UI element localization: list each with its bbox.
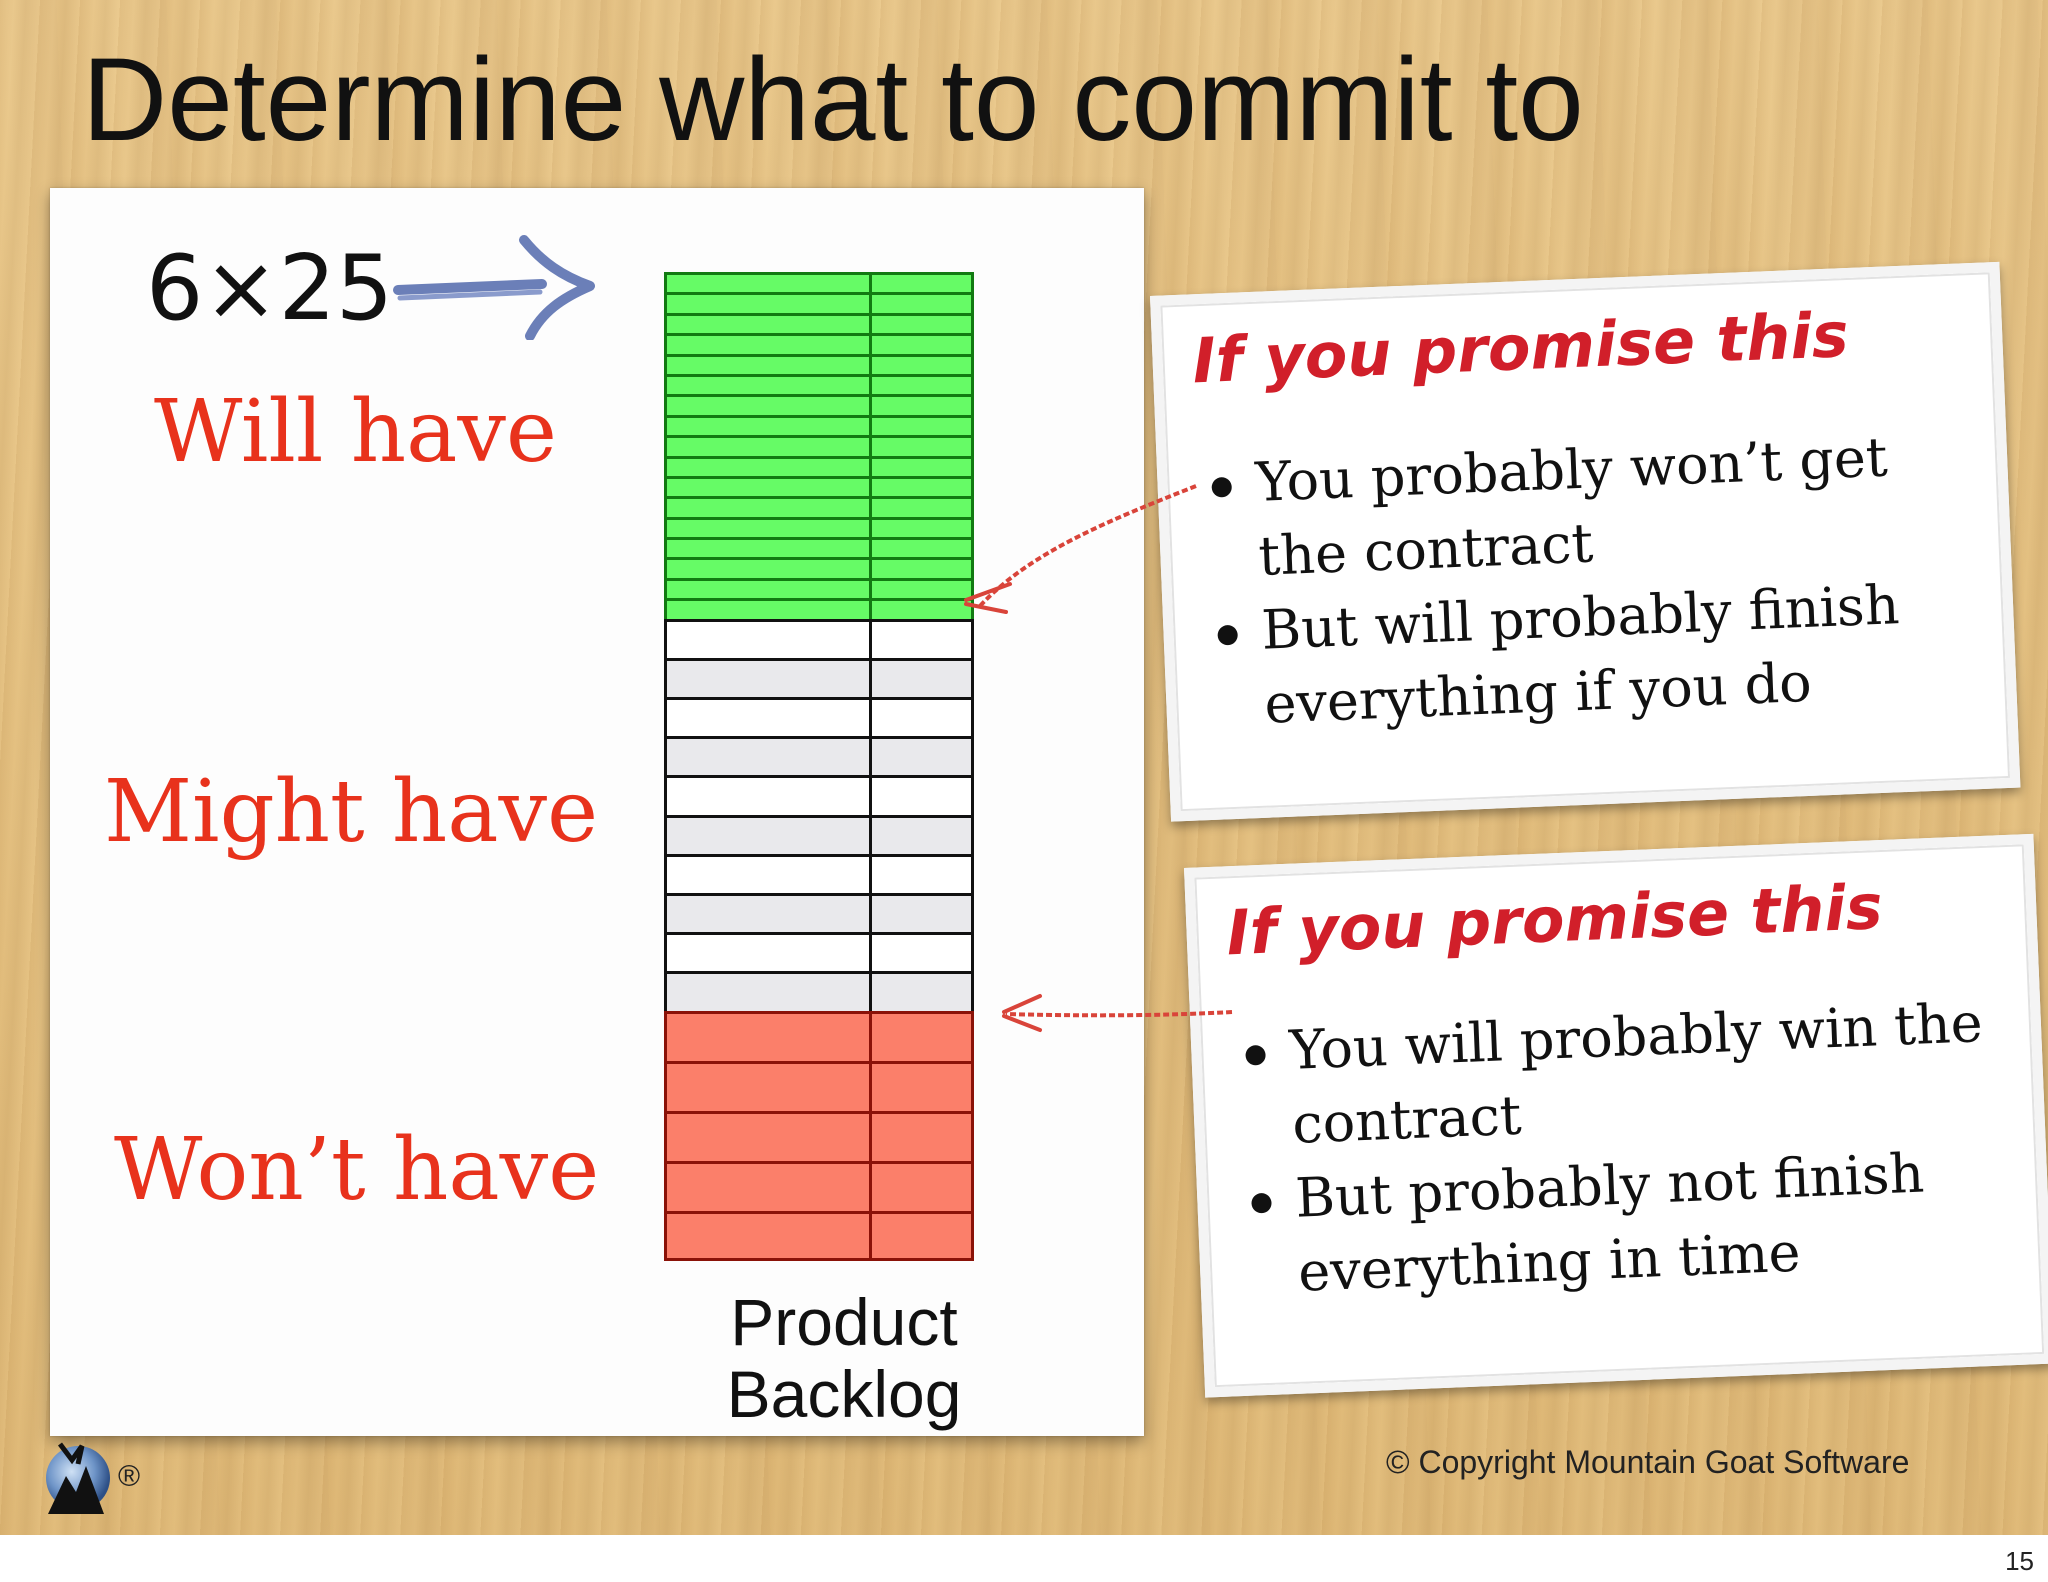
backlog-item-divider bbox=[869, 895, 872, 933]
backlog-item-divider bbox=[869, 856, 872, 893]
backlog-item-might bbox=[664, 657, 974, 698]
backlog-item-divider bbox=[869, 1113, 872, 1161]
backlog-item-divider bbox=[869, 1163, 872, 1211]
page-number: 15 bbox=[2005, 1546, 2034, 1576]
card-heading: If you promise this bbox=[1225, 870, 1884, 970]
backlog-item-divider bbox=[869, 499, 872, 517]
backlog-item-divider bbox=[869, 519, 872, 538]
backlog-item-divider bbox=[869, 397, 872, 415]
backlog-item-will bbox=[664, 516, 974, 538]
backlog-item-will bbox=[664, 577, 974, 599]
backlog-item-might bbox=[664, 814, 974, 854]
backlog-item-wont bbox=[664, 1010, 974, 1061]
backlog-item-divider bbox=[869, 739, 872, 776]
backlog-item-divider bbox=[869, 621, 872, 658]
card-bullet-list: You probably won’t get the contract But … bbox=[1210, 417, 1981, 743]
card-heading: If you promise this bbox=[1191, 298, 1850, 398]
backlog-item-will bbox=[664, 496, 974, 517]
backlog-item-divider bbox=[869, 315, 872, 334]
backlog-item-wont bbox=[664, 1160, 974, 1211]
backlog-item-will bbox=[664, 373, 974, 395]
card-bullet: But will probably finish everything if y… bbox=[1216, 565, 1981, 743]
backlog-item-will bbox=[664, 272, 974, 293]
backlog-item-divider bbox=[869, 1063, 872, 1111]
zone-label-might-have: Might have bbox=[104, 762, 599, 862]
backlog-item-divider bbox=[869, 275, 872, 293]
backlog-item-divider bbox=[869, 1213, 872, 1258]
backlog-item-will bbox=[664, 353, 974, 374]
backlog-item-divider bbox=[869, 560, 872, 578]
backlog-item-divider bbox=[869, 295, 872, 313]
backlog-item-will bbox=[664, 475, 974, 497]
backlog-item-divider bbox=[869, 974, 872, 1011]
backlog-item-wont bbox=[664, 1210, 974, 1261]
backlog-item-will bbox=[664, 414, 974, 436]
backlog-label-line2: Backlog bbox=[726, 1357, 962, 1431]
backlog-item-divider bbox=[869, 376, 872, 395]
backlog-item-might bbox=[664, 853, 974, 893]
card-bullet: But probably not finish everything in ti… bbox=[1250, 1133, 2015, 1311]
card-bullet-list: You will probably win the contract But p… bbox=[1244, 985, 2015, 1311]
footer-strip bbox=[0, 1535, 2048, 1582]
product-backlog-label: Product Backlog bbox=[714, 1286, 974, 1430]
backlog-item-might bbox=[664, 697, 974, 737]
backlog-item-will bbox=[664, 312, 974, 334]
backlog-item-will bbox=[664, 394, 974, 415]
backlog-item-divider bbox=[869, 778, 872, 815]
promise-card-bottom: If you promise this You will probably wi… bbox=[1184, 833, 2048, 1398]
zone-label-will-have: Will have bbox=[154, 382, 557, 482]
backlog-item-divider bbox=[869, 660, 872, 698]
backlog-item-divider bbox=[869, 601, 872, 619]
promise-card-top: If you promise this You probably won’t g… bbox=[1150, 261, 2021, 822]
backlog-item-divider bbox=[869, 458, 872, 476]
backlog-item-wont bbox=[664, 1110, 974, 1161]
backlog-item-divider bbox=[869, 540, 872, 558]
backlog-item-will bbox=[664, 557, 974, 578]
backlog-item-might bbox=[664, 892, 974, 933]
backlog-label-line1: Product bbox=[730, 1285, 958, 1359]
backlog-item-divider bbox=[869, 935, 872, 972]
backlog-item-will bbox=[664, 435, 974, 456]
backlog-item-will bbox=[664, 598, 974, 619]
backlog-item-divider bbox=[869, 1013, 872, 1061]
backlog-item-divider bbox=[869, 478, 872, 497]
backlog-item-divider bbox=[869, 580, 872, 599]
backlog-item-might bbox=[664, 736, 974, 776]
backlog-item-will bbox=[664, 333, 974, 354]
mountain-goat-logo-icon bbox=[46, 1442, 110, 1514]
registered-mark: ® bbox=[118, 1460, 141, 1493]
copyright-notice: © Copyright Mountain Goat Software bbox=[1386, 1444, 1910, 1480]
backlog-item-divider bbox=[869, 438, 872, 456]
backlog-item-will bbox=[664, 455, 974, 476]
backlog-item-divider bbox=[869, 356, 872, 374]
backlog-item-divider bbox=[869, 417, 872, 436]
backlog-item-might bbox=[664, 775, 974, 815]
backlog-item-will bbox=[664, 292, 974, 313]
backlog-item-might bbox=[664, 971, 974, 1011]
capacity-label: 6×25 bbox=[146, 236, 394, 341]
backlog-item-might bbox=[664, 932, 974, 972]
product-backlog-stack bbox=[664, 272, 974, 1261]
backlog-item-might bbox=[664, 618, 974, 658]
backlog-item-wont bbox=[664, 1060, 974, 1111]
backlog-item-divider bbox=[869, 700, 872, 737]
slide-title: Determine what to commit to bbox=[82, 34, 1584, 166]
backlog-item-divider bbox=[869, 336, 872, 354]
zone-label-wont-have: Won’t have bbox=[114, 1120, 600, 1220]
backlog-item-divider bbox=[869, 817, 872, 854]
arrow-right-icon bbox=[393, 235, 595, 340]
backlog-item-will bbox=[664, 537, 974, 558]
